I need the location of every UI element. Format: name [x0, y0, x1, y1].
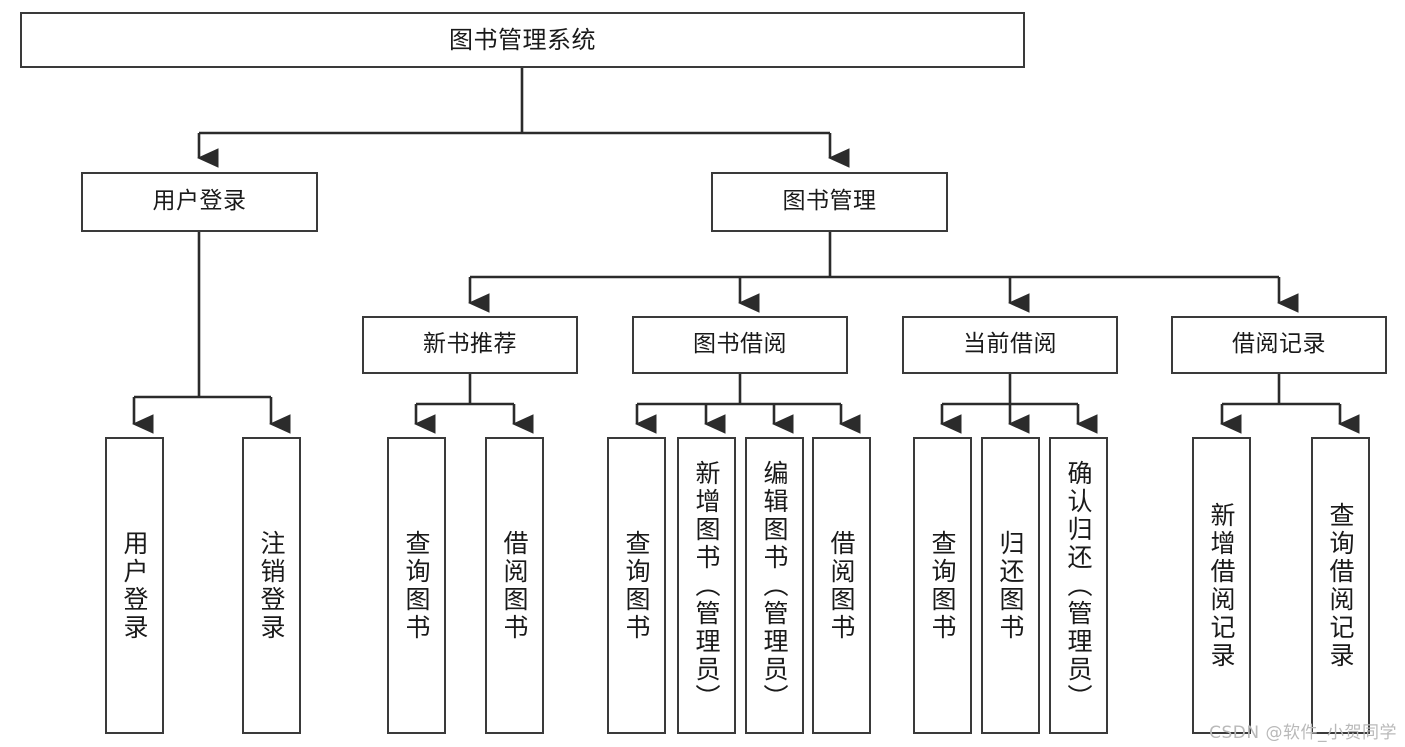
node-label: 查询借阅记录 — [1326, 501, 1355, 670]
node-label: 图书借阅 — [693, 331, 787, 358]
node-label: 新增借阅记录 — [1207, 501, 1236, 670]
leaf-record-add[interactable]: 新增借阅记录 — [1192, 437, 1251, 734]
leaf-new-book-borrow[interactable]: 借阅图书 — [485, 437, 544, 734]
leaf-user-login-logout[interactable]: 注销登录 — [242, 437, 301, 734]
node-label: 确认归还（管理员） — [1064, 459, 1093, 712]
csdn-watermark: CSDN @软件_小贺同学 — [1209, 723, 1397, 743]
node-label: 图书管理系统 — [449, 25, 596, 54]
leaf-book-borrow-query[interactable]: 查询图书 — [607, 437, 666, 734]
node-label: 借阅图书 — [500, 529, 529, 642]
node-label: 新增图书（管理员） — [692, 459, 721, 712]
leaf-current-borrow-confirm-return[interactable]: 确认归还（管理员） — [1049, 437, 1108, 734]
node-label: 借阅图书 — [827, 529, 856, 642]
node-label: 当前借阅 — [963, 331, 1057, 358]
node-label: 注销登录 — [257, 529, 286, 642]
node-book-borrow[interactable]: 图书借阅 — [632, 316, 848, 374]
node-label: 图书管理 — [782, 188, 877, 215]
leaf-user-login-signin[interactable]: 用户登录 — [105, 437, 164, 734]
node-book-management[interactable]: 图书管理 — [711, 172, 948, 232]
node-label: 查询图书 — [928, 529, 957, 642]
leaf-book-borrow-lend[interactable]: 借阅图书 — [812, 437, 871, 734]
node-label: 查询图书 — [402, 529, 431, 642]
node-label: 新书推荐 — [423, 331, 517, 358]
node-label: 用户登录 — [152, 188, 247, 215]
leaf-record-query[interactable]: 查询借阅记录 — [1311, 437, 1370, 734]
leaf-book-borrow-edit[interactable]: 编辑图书（管理员） — [745, 437, 804, 734]
leaf-current-borrow-query[interactable]: 查询图书 — [913, 437, 972, 734]
node-label: 查询图书 — [622, 529, 651, 642]
node-label: 借阅记录 — [1232, 331, 1326, 358]
node-label: 编辑图书（管理员） — [760, 459, 789, 712]
node-root-system[interactable]: 图书管理系统 — [20, 12, 1025, 68]
node-label: 归还图书 — [996, 529, 1025, 642]
leaf-new-book-query[interactable]: 查询图书 — [387, 437, 446, 734]
leaf-current-borrow-return[interactable]: 归还图书 — [981, 437, 1040, 734]
leaf-book-borrow-add[interactable]: 新增图书（管理员） — [677, 437, 736, 734]
node-borrow-records[interactable]: 借阅记录 — [1171, 316, 1387, 374]
node-new-book-recommend[interactable]: 新书推荐 — [362, 316, 578, 374]
node-current-borrow[interactable]: 当前借阅 — [902, 316, 1118, 374]
node-label: 用户登录 — [120, 529, 149, 642]
node-user-login[interactable]: 用户登录 — [81, 172, 318, 232]
